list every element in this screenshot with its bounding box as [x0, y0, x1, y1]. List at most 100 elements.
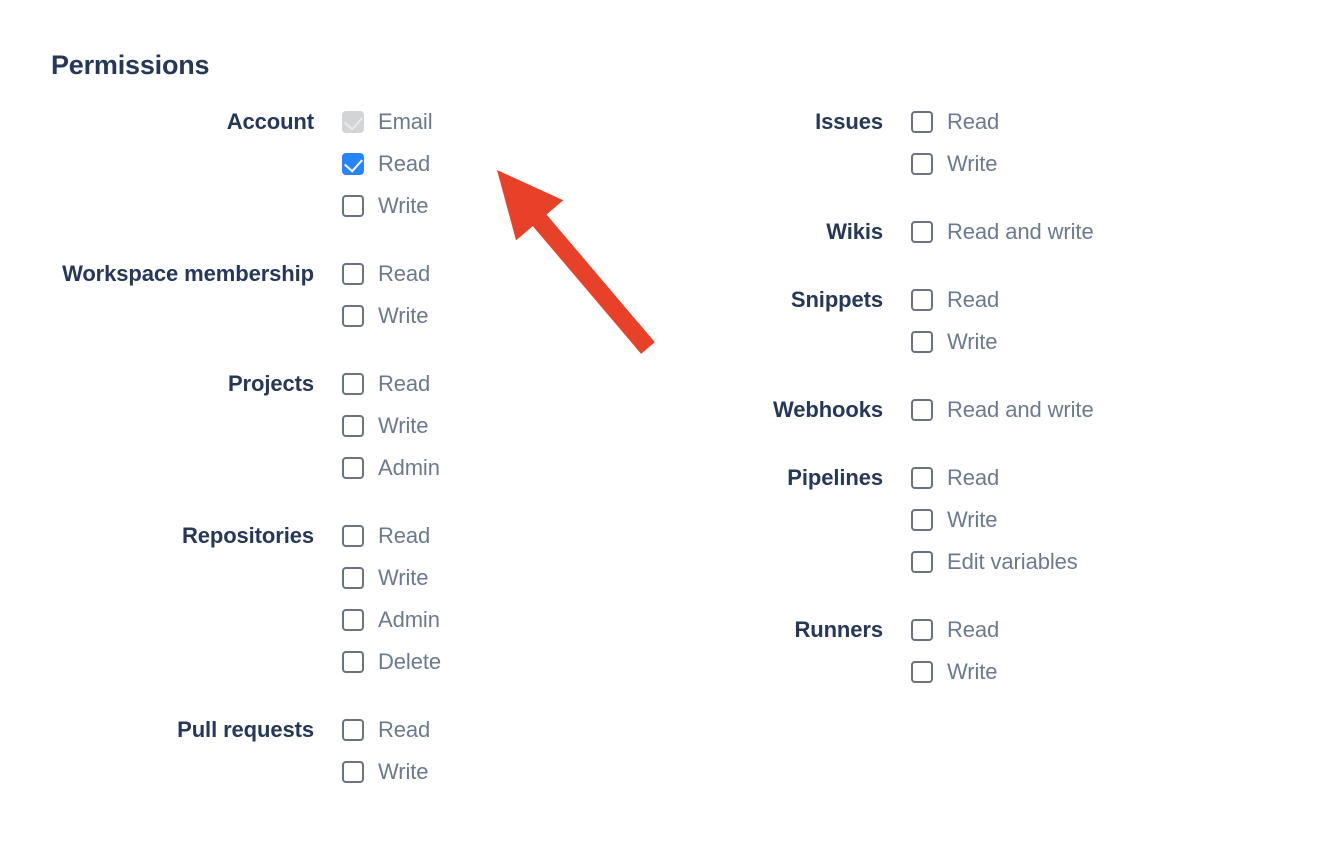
option-label-workspace-membership-read: Read [378, 261, 431, 286]
checkbox-projects-write[interactable] [342, 415, 364, 437]
option-pipelines-read[interactable]: Read [911, 457, 1322, 499]
option-label-pull-requests-write: Write [378, 759, 429, 784]
option-label-runners-write: Write [947, 659, 998, 684]
option-projects-write[interactable]: Write [342, 405, 660, 447]
option-wikis-read-and-write[interactable]: Read and write [911, 211, 1322, 253]
option-repositories-delete[interactable]: Delete [342, 641, 660, 683]
option-repositories-write[interactable]: Write [342, 557, 660, 599]
checkbox-issues-write[interactable] [911, 153, 933, 175]
option-label-snippets-write: Write [947, 329, 998, 354]
checkbox-pull-requests-write[interactable] [342, 761, 364, 783]
option-pipelines-edit-variables[interactable]: Edit variables [911, 541, 1322, 583]
option-runners-write[interactable]: Write [911, 651, 1322, 693]
group-label-webhooks: Webhooks [772, 397, 883, 422]
checkbox-pipelines-write[interactable] [911, 509, 933, 531]
option-label-wikis-read-and-write: Read and write [947, 219, 1094, 244]
option-label-pull-requests-read: Read [378, 717, 431, 742]
group-label-snippets: Snippets [790, 287, 883, 312]
checkbox-account-read[interactable] [342, 153, 364, 175]
checkbox-webhooks-read-and-write[interactable] [911, 399, 933, 421]
option-pull-requests-write[interactable]: Write [342, 751, 660, 793]
option-repositories-read[interactable]: Read [342, 515, 660, 557]
option-label-issues-read: Read [947, 109, 1000, 134]
checkbox-runners-write[interactable] [911, 661, 933, 683]
option-label-projects-admin: Admin [378, 455, 440, 480]
checkmark-icon [344, 153, 363, 173]
option-label-repositories-write: Write [378, 565, 429, 590]
checkbox-repositories-write[interactable] [342, 567, 364, 589]
group-label-runners: Runners [794, 617, 883, 642]
checkmark-icon [344, 111, 363, 131]
checkbox-pipelines-edit-variables[interactable] [911, 551, 933, 573]
option-issues-write[interactable]: Write [911, 143, 1322, 185]
checkbox-pull-requests-read[interactable] [342, 719, 364, 741]
option-label-repositories-admin: Admin [378, 607, 440, 632]
checkbox-projects-admin[interactable] [342, 457, 364, 479]
option-account-email: Email [342, 101, 660, 143]
option-repositories-admin[interactable]: Admin [342, 599, 660, 641]
option-snippets-write[interactable]: Write [911, 321, 1322, 363]
option-label-projects-write: Write [378, 413, 429, 438]
checkbox-pipelines-read[interactable] [911, 467, 933, 489]
permission-group-wikis: Wikis Read and write [660, 211, 1322, 253]
option-runners-read[interactable]: Read [911, 609, 1322, 651]
option-label-projects-read: Read [378, 371, 431, 396]
option-label-runners-read: Read [947, 617, 1000, 642]
option-account-read[interactable]: Read [342, 143, 660, 185]
option-projects-admin[interactable]: Admin [342, 447, 660, 489]
option-pull-requests-read[interactable]: Read [342, 709, 660, 751]
checkbox-projects-read[interactable] [342, 373, 364, 395]
option-list-webhooks: Read and write [911, 389, 1322, 431]
option-label-pipelines-edit-variables: Edit variables [947, 549, 1078, 574]
group-label-projects: Projects [227, 371, 314, 396]
option-account-write[interactable]: Write [342, 185, 660, 227]
option-label-workspace-membership-write: Write [378, 303, 429, 328]
checkbox-repositories-admin[interactable] [342, 609, 364, 631]
option-label-repositories-read: Read [378, 523, 431, 548]
checkbox-workspace-membership-read[interactable] [342, 263, 364, 285]
checkbox-runners-read[interactable] [911, 619, 933, 641]
checkbox-issues-read[interactable] [911, 111, 933, 133]
option-list-wikis: Read and write [911, 211, 1322, 253]
option-label-pipelines-write: Write [947, 507, 998, 532]
group-label-wikis: Wikis [826, 219, 883, 244]
checkbox-account-write[interactable] [342, 195, 364, 217]
option-snippets-read[interactable]: Read [911, 279, 1322, 321]
checkbox-repositories-delete[interactable] [342, 651, 364, 673]
option-pipelines-write[interactable]: Write [911, 499, 1322, 541]
checkbox-workspace-membership-write[interactable] [342, 305, 364, 327]
option-label-pipelines-read: Read [947, 465, 1000, 490]
checkbox-snippets-write[interactable] [911, 331, 933, 353]
checkbox-snippets-read[interactable] [911, 289, 933, 311]
option-workspace-membership-read[interactable]: Read [342, 253, 660, 295]
option-issues-read[interactable]: Read [911, 101, 1322, 143]
option-label-account-email: Email [378, 109, 433, 134]
checkbox-wikis-read-and-write[interactable] [911, 221, 933, 243]
group-label-pull-requests: Pull requests [177, 717, 314, 742]
option-projects-read[interactable]: Read [342, 363, 660, 405]
option-label-account-write: Write [378, 193, 429, 218]
option-workspace-membership-write[interactable]: Write [342, 295, 660, 337]
page-title: Permissions [51, 50, 210, 80]
option-webhooks-read-and-write[interactable]: Read and write [911, 389, 1322, 431]
checkbox-repositories-read[interactable] [342, 525, 364, 547]
